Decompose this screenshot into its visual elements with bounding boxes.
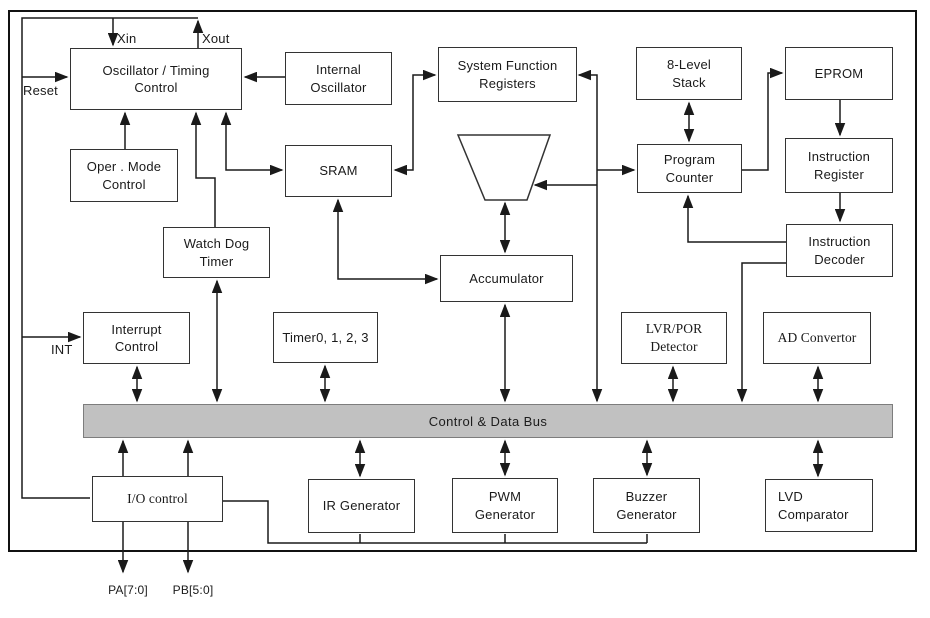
block-label: System Function Registers bbox=[457, 58, 558, 91]
block-label: Interrupt Control bbox=[111, 321, 162, 354]
block-label: Timer0, 1, 2, 3 bbox=[282, 329, 369, 345]
block-label: Oscillator / Timing Control bbox=[102, 62, 210, 95]
block-program-counter: Program Counter bbox=[637, 144, 742, 193]
block-alu: ALU bbox=[470, 158, 540, 173]
pin-label-pb: PB[5:0] bbox=[172, 583, 214, 597]
pin-label-reset: Reset bbox=[23, 83, 58, 98]
block-instruction-decoder: Instruction Decoder bbox=[786, 224, 893, 277]
block-sram: SRAM bbox=[285, 145, 392, 197]
block-ad-convertor: AD Convertor bbox=[763, 312, 871, 364]
block-label: EPROM bbox=[814, 65, 864, 81]
block-timer0123: Timer0, 1, 2, 3 bbox=[273, 312, 378, 363]
pin-label-pa: PA[7:0] bbox=[108, 583, 148, 597]
block-label: AD Convertor bbox=[777, 330, 857, 346]
block-label: Program Counter bbox=[663, 152, 716, 185]
control-data-bus: Control & Data Bus bbox=[83, 404, 893, 438]
block-lvr-por-detector: LVR/POR Detector bbox=[621, 312, 727, 364]
block-label: Accumulator bbox=[469, 270, 544, 286]
block-oper-mode-control: Oper . Mode Control bbox=[70, 149, 178, 202]
block-label: LVD Comparator bbox=[778, 489, 849, 522]
block-label: I/O control bbox=[127, 491, 188, 507]
block-label: Instruction Decoder bbox=[808, 234, 871, 267]
block-system-function-registers: System Function Registers bbox=[438, 47, 577, 102]
block-pwm-generator: PWM Generator bbox=[452, 478, 558, 533]
pin-label-int: INT bbox=[51, 342, 73, 357]
block-instruction-register: Instruction Register bbox=[785, 138, 893, 193]
pin-label-xin: Xin bbox=[117, 31, 137, 46]
block-label: 8-Level Stack bbox=[666, 57, 712, 90]
block-internal-oscillator: Internal Oscillator bbox=[285, 52, 392, 105]
block-label: Oper . Mode Control bbox=[86, 159, 162, 192]
block-eprom: EPROM bbox=[785, 47, 893, 100]
bus-label: Control & Data Bus bbox=[428, 413, 548, 429]
block-interrupt-control: Interrupt Control bbox=[83, 312, 190, 364]
block-8-level-stack: 8-Level Stack bbox=[636, 47, 742, 100]
block-label: IR Generator bbox=[322, 498, 401, 514]
block-label: Instruction Register bbox=[807, 149, 871, 182]
block-label: Watch Dog Timer bbox=[183, 236, 250, 269]
block-io-control: I/O control bbox=[92, 476, 223, 522]
block-label: LVR/POR Detector bbox=[645, 321, 703, 354]
block-watch-dog-timer: Watch Dog Timer bbox=[163, 227, 270, 278]
block-label: SRAM bbox=[319, 163, 358, 179]
block-label: Buzzer Generator bbox=[616, 489, 677, 522]
block-ir-generator: IR Generator bbox=[308, 479, 415, 533]
block-buzzer-generator: Buzzer Generator bbox=[593, 478, 700, 533]
block-accumulator: Accumulator bbox=[440, 255, 573, 302]
block-oscillator-timing-control: Oscillator / Timing Control bbox=[70, 48, 242, 110]
block-lvd-comparator: LVD Comparator bbox=[765, 479, 873, 532]
block-label: PWM Generator bbox=[474, 489, 536, 522]
block-label: Internal Oscillator bbox=[310, 62, 367, 95]
pin-label-xout: Xout bbox=[202, 31, 230, 46]
block-label: ALU bbox=[491, 158, 519, 173]
